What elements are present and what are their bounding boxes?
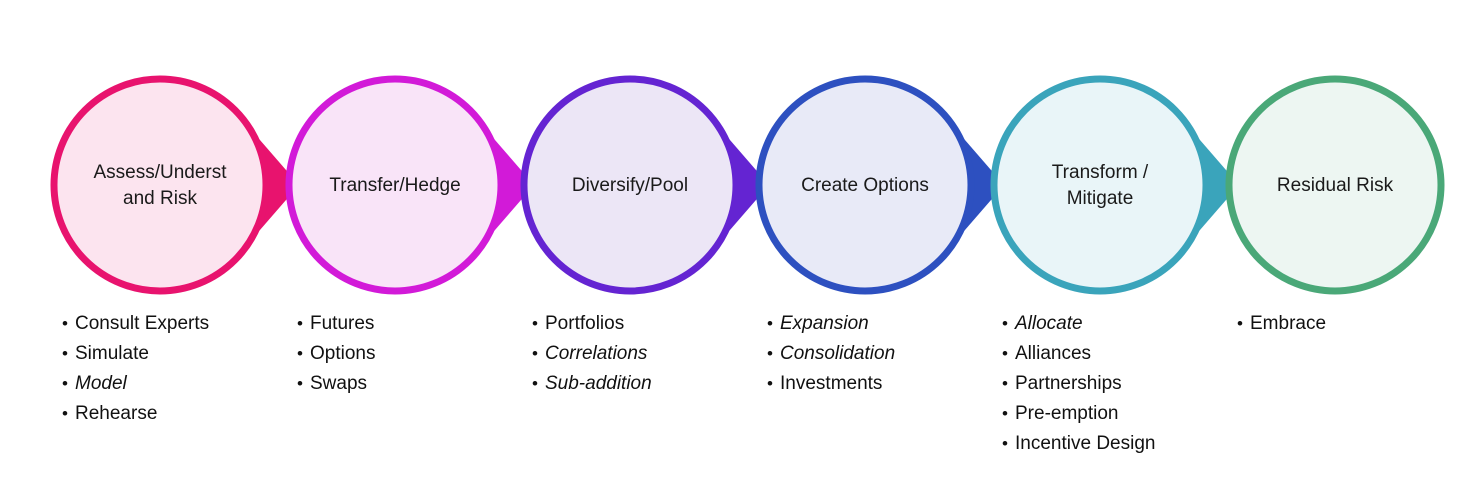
bullet-item: Incentive Design bbox=[1002, 429, 1155, 459]
stage-shape-4 bbox=[990, 75, 1239, 295]
bullet-item-text: Incentive Design bbox=[1015, 433, 1156, 454]
bullet-item-text: Simulate bbox=[75, 343, 149, 364]
stage-label-5-line-0: Residual Risk bbox=[1277, 175, 1394, 196]
bullet-item: Simulate bbox=[62, 339, 209, 369]
stage-bullet-list-4: AllocateAlliancesPartnershipsPre-emption… bbox=[1002, 309, 1155, 459]
bullet-item: Embrace bbox=[1237, 309, 1326, 339]
stage-label-2-line-0: Diversify/Pool bbox=[572, 175, 688, 196]
stage-label-0-line-0: Assess/Underst bbox=[93, 162, 227, 183]
bullet-item-text: Swaps bbox=[310, 373, 368, 394]
bullet-item-text: Embrace bbox=[1250, 313, 1327, 334]
stage-shape-2 bbox=[520, 75, 769, 295]
bullet-item-text: Rehearse bbox=[75, 403, 158, 424]
bullet-item: Swaps bbox=[297, 369, 375, 399]
stage-circle-3 bbox=[755, 75, 975, 295]
bullet-item: Portfolios bbox=[532, 309, 652, 339]
stage-shape-0 bbox=[50, 75, 299, 295]
stage-label-0-line-1: and Risk bbox=[123, 188, 197, 209]
stage-circle-2 bbox=[520, 75, 740, 295]
bullet-item-text: Model bbox=[75, 373, 127, 394]
stage-circle-5 bbox=[1225, 75, 1445, 295]
stage-bullet-list-3: ExpansionConsolidationInvestments bbox=[767, 309, 895, 399]
bullet-item: Expansion bbox=[767, 309, 895, 339]
stage-shape-3 bbox=[755, 75, 1004, 295]
stage-labels: Assess/Underst and Risk Transfer/Hedge Dive… bbox=[93, 162, 1393, 209]
bullet-item: Investments bbox=[767, 369, 895, 399]
bullet-item-text: Sub-addition bbox=[545, 373, 652, 394]
bullet-item: Consult Experts bbox=[62, 309, 209, 339]
bullet-item: Options bbox=[297, 339, 375, 369]
bullet-item-text: Correlations bbox=[545, 343, 648, 364]
bullet-item: Consolidation bbox=[767, 339, 895, 369]
bullet-item-text: Consult Experts bbox=[75, 313, 210, 334]
bullet-item-text: Expansion bbox=[780, 313, 869, 334]
stage-label-3-line-0: Create Options bbox=[801, 175, 929, 196]
stage-circle-4 bbox=[990, 75, 1210, 295]
stage-label-4-line-0: Transform / bbox=[1052, 162, 1149, 183]
bullet-item: Futures bbox=[297, 309, 375, 339]
bullet-item-text: Portfolios bbox=[545, 313, 625, 334]
bullet-item-text: Pre-emption bbox=[1015, 403, 1119, 424]
bullet-item-text: Futures bbox=[310, 313, 375, 334]
bullet-item: Alliances bbox=[1002, 339, 1155, 369]
bullet-item: Pre-emption bbox=[1002, 399, 1155, 429]
stage-circles bbox=[50, 75, 1445, 295]
bullet-item: Model bbox=[62, 369, 209, 399]
bullet-item: Partnerships bbox=[1002, 369, 1155, 399]
stage-shape-1 bbox=[285, 75, 534, 295]
stage-shape-5 bbox=[1225, 75, 1445, 295]
stage-bullet-list-5: Embrace bbox=[1237, 309, 1326, 339]
bullet-item: Sub-addition bbox=[532, 369, 652, 399]
bullet-item: Correlations bbox=[532, 339, 652, 369]
bullet-item-text: Consolidation bbox=[780, 343, 896, 364]
stage-bullet-list-0: Consult ExpertsSimulateModelRehearse bbox=[62, 309, 209, 429]
bullet-item-text: Allocate bbox=[1015, 313, 1083, 334]
bullet-item-text: Investments bbox=[780, 373, 883, 394]
stage-label-4-line-1: Mitigate bbox=[1067, 188, 1134, 209]
bullet-item-text: Alliances bbox=[1015, 343, 1092, 364]
bullet-item: Allocate bbox=[1002, 309, 1155, 339]
stage-label-1-line-0: Transfer/Hedge bbox=[329, 175, 460, 196]
bullet-item-text: Options bbox=[310, 343, 376, 364]
stage-circle-1 bbox=[285, 75, 505, 295]
bullet-item: Rehearse bbox=[62, 399, 209, 429]
stage-bullet-list-1: FuturesOptionsSwaps bbox=[297, 309, 375, 399]
bullet-item-text: Partnerships bbox=[1015, 373, 1122, 394]
stage-bullet-list-2: PortfoliosCorrelationsSub-addition bbox=[532, 309, 652, 399]
stage-circle-0 bbox=[50, 75, 270, 295]
